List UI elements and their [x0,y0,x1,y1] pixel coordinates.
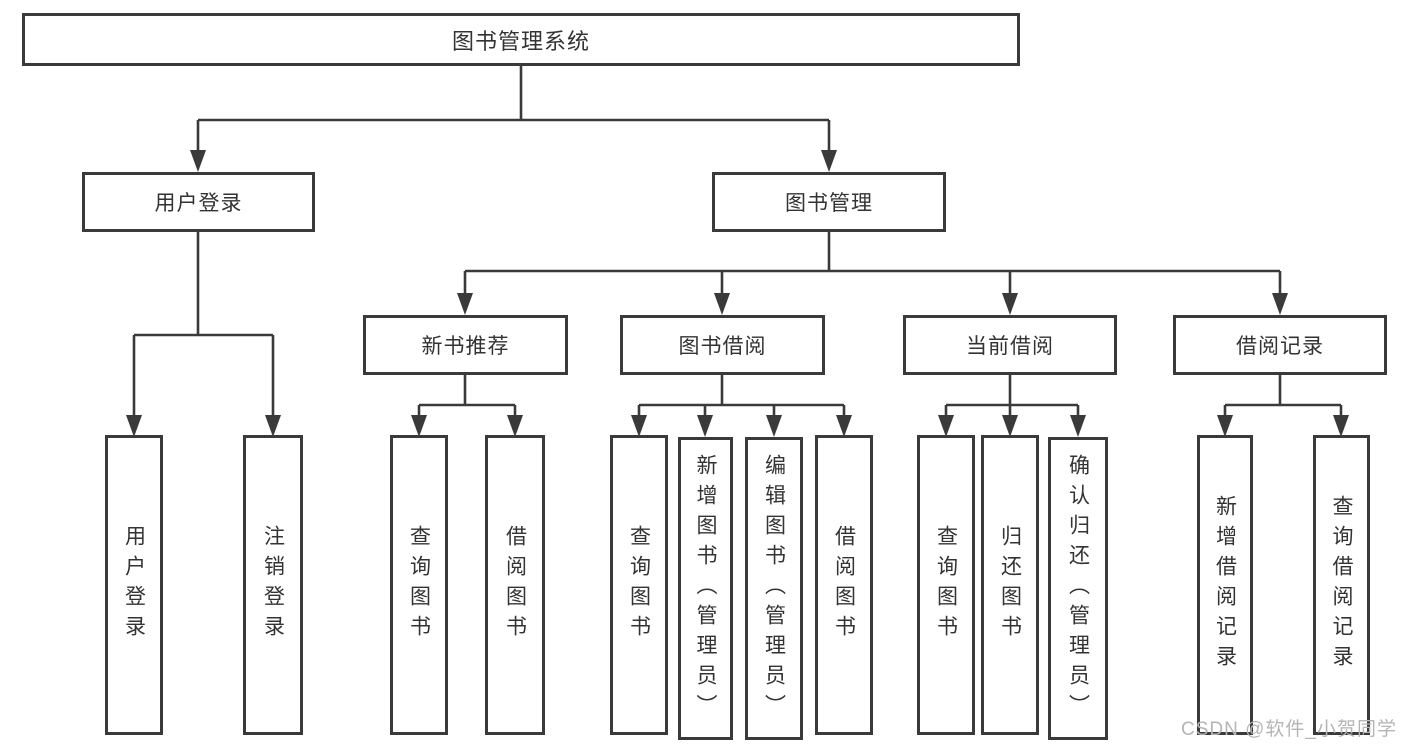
leaf-label: 查询图书 [407,525,431,645]
leaf-label: 查询借阅记录 [1330,495,1353,675]
leaf-label: 借阅图书 [832,525,856,645]
csdn-watermark: CSDN @软件_小贺同学 [1181,719,1397,740]
node-book-borrow: 图书借阅 [620,315,825,375]
leaf-label: 借阅图书 [503,525,527,645]
node-label: 图书管理系统 [451,28,590,54]
node-label: 当前借阅 [966,335,1054,358]
node-root-library-system: 图书管理系统 [22,13,1020,66]
leaf-label: 归还图书 [998,525,1022,645]
leaf-label: 确认归还（管理员） [1066,453,1090,724]
node-label: 图书管理 [785,192,873,215]
leaf-logout: 注销登录 [243,435,303,735]
node-label: 图书借阅 [678,335,767,358]
node-label: 借阅记录 [1236,335,1324,358]
leaf-edit-book-admin: 编辑图书（管理员） [745,437,803,740]
node-label: 新书推荐 [421,335,510,358]
leaf-return-book: 归还图书 [981,435,1039,735]
leaf-borrow-books-borrow: 借阅图书 [815,435,873,735]
leaf-label: 用户登录 [122,525,146,645]
arrowheads [126,150,1349,437]
leaf-user-login: 用户登录 [105,435,163,735]
node-label: 用户登录 [154,192,243,215]
leaf-label: 注销登录 [261,525,285,645]
leaf-label: 新增借阅记录 [1213,495,1237,675]
leaf-query-books-borrow: 查询图书 [610,435,668,735]
node-new-book-recommend: 新书推荐 [363,315,568,375]
leaf-label: 新增图书（管理员） [694,453,717,724]
leaf-confirm-return-admin: 确认归还（管理员） [1048,437,1108,740]
leaf-query-books-current: 查询图书 [917,435,975,735]
leaf-label: 查询图书 [934,525,958,645]
node-current-borrow: 当前借阅 [903,315,1117,375]
leaf-add-borrow-record: 新增借阅记录 [1197,435,1253,735]
leaf-label: 编辑图书（管理员） [762,453,786,724]
leaf-add-book-admin: 新增图书（管理员） [678,437,733,740]
leaf-query-borrow-record: 查询借阅记录 [1313,435,1370,735]
leaf-borrow-books-recommend: 借阅图书 [485,435,545,735]
node-user-login: 用户登录 [82,172,315,232]
leaf-label: 查询图书 [627,525,651,645]
node-borrow-records: 借阅记录 [1173,315,1387,375]
leaf-query-books-recommend: 查询图书 [390,435,448,735]
node-book-management: 图书管理 [712,172,946,232]
